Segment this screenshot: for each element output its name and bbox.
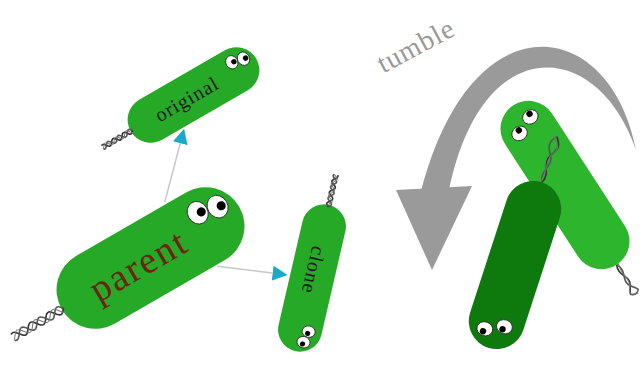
motion-label: tumble	[372, 14, 459, 78]
flagellum	[326, 174, 338, 207]
flagellum	[10, 305, 65, 342]
flagellum	[540, 135, 561, 184]
bacterium-body	[461, 174, 568, 357]
bacterium-body: parent	[42, 173, 259, 343]
flagellum	[10, 305, 65, 342]
bacterium-body: clone	[274, 200, 351, 356]
eye	[475, 320, 495, 338]
eye	[234, 50, 251, 68]
pupil	[241, 54, 248, 61]
division-arrow	[217, 266, 286, 274]
flagellum	[101, 128, 133, 150]
flagellum	[538, 135, 559, 183]
bacterium-label: clone	[299, 244, 329, 296]
eye	[495, 318, 515, 336]
pupil	[230, 58, 237, 65]
pupil	[305, 330, 311, 336]
flagellum	[10, 305, 65, 342]
pupil	[479, 327, 487, 335]
flagellum	[326, 174, 338, 207]
tumble-arrow-head	[396, 186, 472, 270]
division-arrow	[165, 130, 184, 202]
eye	[202, 191, 231, 221]
pupil	[498, 325, 506, 333]
pupil	[195, 206, 207, 218]
pupil	[514, 126, 523, 135]
eye	[509, 123, 530, 143]
pupil	[299, 341, 305, 347]
eye	[296, 335, 311, 349]
eye	[520, 107, 541, 127]
pupil	[525, 109, 534, 118]
bacterium-body: original	[119, 39, 268, 151]
pupil	[214, 200, 226, 212]
flagellum	[101, 128, 134, 150]
flagellum	[613, 264, 638, 298]
bacterium-label: original	[151, 73, 222, 125]
bacterium-label: parent	[82, 222, 194, 308]
flagellum	[101, 128, 133, 150]
tumbling-bacterium-dark	[461, 127, 583, 356]
flagellum	[326, 174, 338, 207]
